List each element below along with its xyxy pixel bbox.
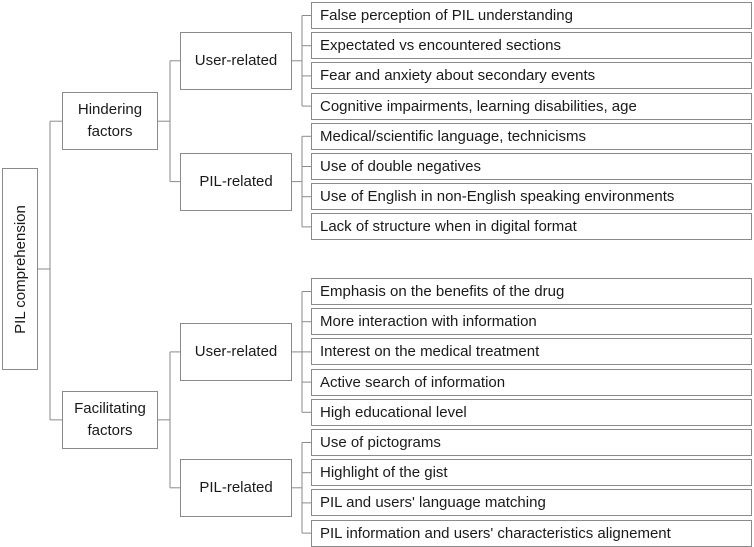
leaf-node: Expectated vs encountered sections bbox=[311, 32, 752, 60]
leaf-node-label: Use of English in non-English speaking e… bbox=[320, 188, 675, 206]
leaf-node: Active search of information bbox=[311, 368, 752, 396]
leaf-node: High educational level bbox=[311, 398, 752, 426]
leaf-node-label: False perception of PIL understanding bbox=[320, 7, 573, 24]
leaf-node-label: Interest on the medical treatment bbox=[320, 343, 540, 361]
category-node-label: Facilitating factors bbox=[74, 399, 146, 439]
root-node: PIL comprehension bbox=[2, 168, 38, 370]
leaf-node: Highlight of the gist bbox=[311, 459, 752, 487]
leaf-node-label: Medical/scientific language, technicisms bbox=[320, 127, 586, 145]
leaf-node-label: PIL information and users' characteristi… bbox=[320, 524, 671, 542]
leaf-node: Cognitive impairments, learning disabili… bbox=[311, 92, 752, 120]
leaf-node-label: High educational level bbox=[320, 403, 467, 421]
leaf-node-label: Cognitive impairments, learning disabili… bbox=[320, 97, 637, 115]
leaf-node: Use of English in non-English speaking e… bbox=[311, 183, 752, 211]
leaf-node-label: Use of double negatives bbox=[320, 158, 481, 175]
leaf-node: Emphasis on the benefits of the drug bbox=[311, 278, 752, 305]
leaf-node: Lack of structure when in digital format bbox=[311, 213, 752, 241]
leaf-node-label: PIL and users' language matching bbox=[320, 494, 546, 512]
category-node: Hindering factors bbox=[62, 92, 158, 151]
group-node-label: PIL-related bbox=[199, 172, 273, 190]
leaf-node: PIL information and users' characteristi… bbox=[311, 519, 752, 547]
leaf-node: Medical/scientific language, technicisms bbox=[311, 122, 752, 150]
category-node-label: Hindering factors bbox=[77, 101, 143, 141]
leaf-node-label: Use of pictograms bbox=[320, 434, 441, 451]
category-node: Facilitating factors bbox=[62, 390, 158, 449]
leaf-node: More interaction with information bbox=[311, 308, 752, 336]
group-node: User-related bbox=[180, 31, 292, 90]
leaf-node: Use of double negatives bbox=[311, 153, 752, 180]
leaf-node-label: Active search of information bbox=[320, 373, 506, 391]
group-node: User-related bbox=[180, 322, 292, 381]
root-node-label: PIL comprehension bbox=[11, 204, 29, 334]
leaf-node-label: Fear and anxiety about secondary events bbox=[320, 67, 596, 85]
leaf-node-label: Expectated vs encountered sections bbox=[320, 37, 561, 55]
leaf-node: False perception of PIL understanding bbox=[311, 2, 752, 29]
leaf-node: Use of pictograms bbox=[311, 429, 752, 456]
leaf-node-label: More interaction with information bbox=[320, 313, 537, 331]
group-node-label: User-related bbox=[194, 51, 278, 69]
leaf-node-label: Highlight of the gist bbox=[320, 464, 448, 482]
leaf-node-label: Lack of structure when in digital format bbox=[320, 218, 577, 236]
group-node: PIL-related bbox=[180, 458, 292, 517]
group-node-label: PIL-related bbox=[199, 478, 273, 496]
leaf-node: Interest on the medical treatment bbox=[311, 338, 752, 366]
group-node-label: User-related bbox=[194, 342, 278, 360]
leaf-node-label: Emphasis on the benefits of the drug bbox=[320, 283, 565, 300]
leaf-node: PIL and users' language matching bbox=[311, 489, 752, 517]
group-node: PIL-related bbox=[180, 152, 292, 211]
leaf-node: Fear and anxiety about secondary events bbox=[311, 62, 752, 90]
